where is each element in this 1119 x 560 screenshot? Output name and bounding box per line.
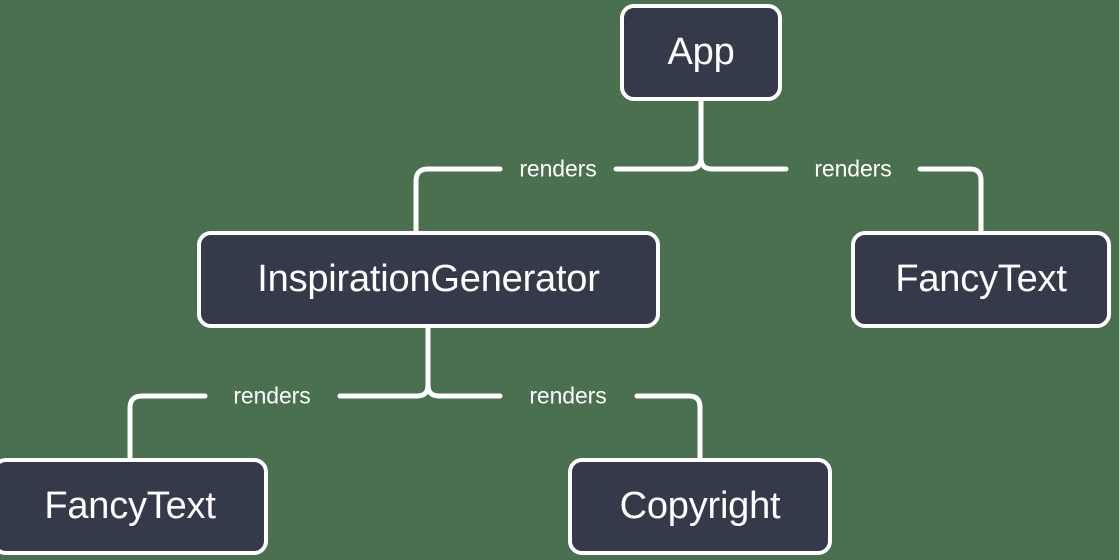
node-inspiration-generator-label: InspirationGenerator: [257, 258, 600, 300]
edge-label-app-inspiration: renders: [519, 155, 597, 182]
edge-inspiration-to-copyright-tail: [634, 393, 703, 461]
node-app[interactable]: App: [620, 4, 782, 101]
node-fancytext-right-label: FancyText: [895, 258, 1067, 300]
edge-app-to-fancytext-right-tail: [917, 166, 984, 234]
node-app-label: App: [667, 31, 735, 73]
edge-inspiration-to-copyright: [425, 382, 503, 399]
edge-app-to-inspiration-tail: [413, 166, 503, 234]
node-fancytext-right[interactable]: FancyText: [851, 231, 1111, 328]
node-inspiration-generator[interactable]: InspirationGenerator: [197, 231, 660, 328]
edge-app-to-inspiration: [613, 155, 704, 172]
edge-label-inspiration-fancytext-left: renders: [233, 382, 311, 409]
edge-inspiration-to-fancytext-left: [337, 382, 431, 399]
node-fancytext-left[interactable]: FancyText: [0, 458, 268, 555]
edge-label-app-fancytext-right: renders: [814, 155, 892, 182]
edge-inspiration-to-fancytext-left-tail: [127, 393, 208, 461]
edge-app-to-fancytext-right: [698, 155, 789, 172]
node-fancytext-left-label: FancyText: [44, 485, 216, 527]
edge-label-inspiration-copyright: renders: [529, 382, 607, 409]
node-copyright-label: Copyright: [619, 485, 781, 527]
node-copyright[interactable]: Copyright: [568, 458, 832, 555]
